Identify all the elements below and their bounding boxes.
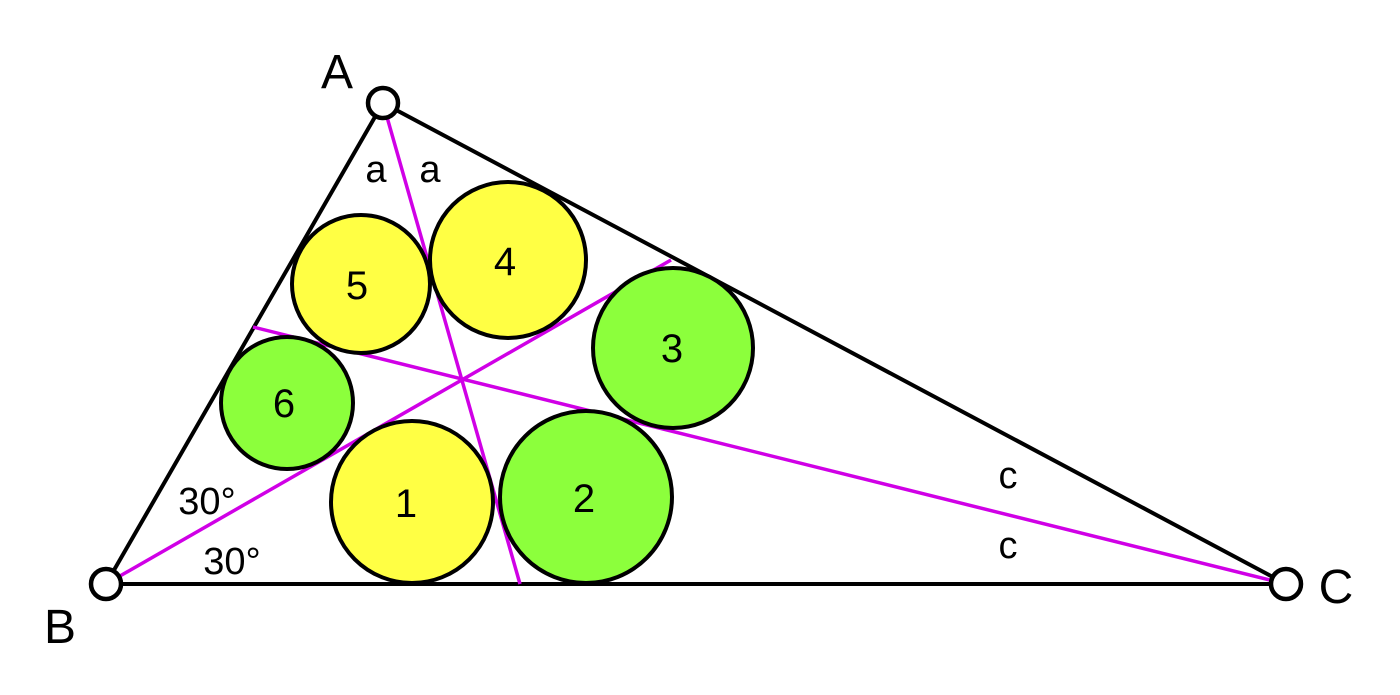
vertex-c-marker: [1268, 566, 1304, 602]
circle-6-label: 6: [273, 382, 295, 426]
circles: [219, 180, 755, 585]
vertex-markers: [88, 85, 1304, 602]
vertex-labels: A B C: [44, 46, 1353, 654]
angle-b-lower-label: 30°: [203, 541, 260, 583]
angle-a-right-label: a: [419, 149, 441, 191]
vertex-a-label: A: [321, 46, 353, 99]
vertex-b-marker: [88, 566, 124, 602]
angle-a-left-label: a: [365, 149, 387, 191]
vertex-b-label: B: [44, 601, 76, 654]
vertex-c-label: C: [1319, 561, 1354, 614]
circle-4: [428, 180, 588, 340]
triangle-sides: [104, 101, 1287, 586]
circle-4-label: 4: [494, 240, 516, 284]
circle-6: [219, 335, 355, 471]
angle-c-upper-label: c: [999, 455, 1018, 497]
circle-2: [498, 409, 674, 585]
circle-5-label: 5: [346, 264, 368, 308]
angle-labels: a a 30° 30° c c: [178, 149, 1017, 583]
bisector-a: [381, 102, 522, 585]
bisector-b: [105, 258, 672, 586]
circle-1: [329, 419, 495, 585]
circle-3: [591, 266, 755, 430]
circle-3-label: 3: [661, 327, 683, 371]
angle-c-lower-label: c: [999, 525, 1018, 567]
vertex-a-marker: [365, 85, 401, 121]
circle-labels: 1 2 3 4 5 6: [273, 240, 683, 526]
angle-b-upper-label: 30°: [178, 481, 235, 523]
side-ac: [382, 101, 1287, 586]
circle-1-label: 1: [395, 482, 417, 526]
bisector-c: [252, 325, 1287, 586]
side-ab: [104, 102, 385, 585]
angle-bisectors: [105, 102, 1287, 586]
circle-5: [290, 213, 432, 355]
circle-2-label: 2: [573, 477, 595, 521]
